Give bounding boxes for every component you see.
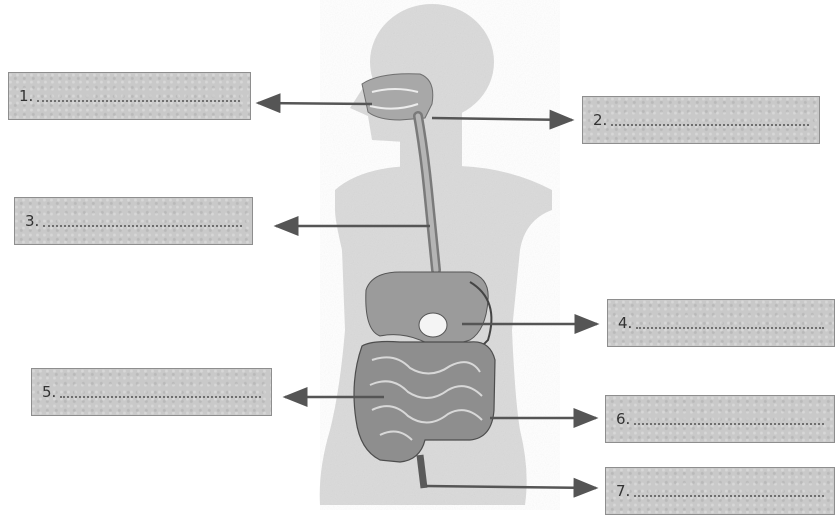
label-number-2: 2. bbox=[593, 111, 607, 129]
answer-blank-1[interactable] bbox=[37, 100, 240, 102]
answer-blank-7[interactable] bbox=[634, 495, 824, 497]
mouth-icon bbox=[362, 74, 433, 120]
label-number-1: 1. bbox=[19, 87, 33, 105]
label-number-6: 6. bbox=[616, 410, 630, 428]
answer-blank-3[interactable] bbox=[43, 225, 242, 227]
label-number-4: 4. bbox=[618, 314, 632, 332]
label-box-5[interactable]: 5. bbox=[31, 368, 272, 416]
answer-blank-5[interactable] bbox=[60, 396, 261, 398]
label-box-2[interactable]: 2. bbox=[582, 96, 820, 144]
label-box-7[interactable]: 7. bbox=[605, 467, 835, 515]
label-number-3: 3. bbox=[25, 212, 39, 230]
label-number-7: 7. bbox=[616, 482, 630, 500]
answer-blank-6[interactable] bbox=[634, 423, 824, 425]
answer-blank-4[interactable] bbox=[636, 327, 824, 329]
label-box-1[interactable]: 1. bbox=[8, 72, 251, 120]
answer-blank-2[interactable] bbox=[611, 124, 809, 126]
label-number-5: 5. bbox=[42, 383, 56, 401]
label-box-6[interactable]: 6. bbox=[605, 395, 835, 443]
label-box-4[interactable]: 4. bbox=[607, 299, 835, 347]
label-box-3[interactable]: 3. bbox=[14, 197, 253, 245]
